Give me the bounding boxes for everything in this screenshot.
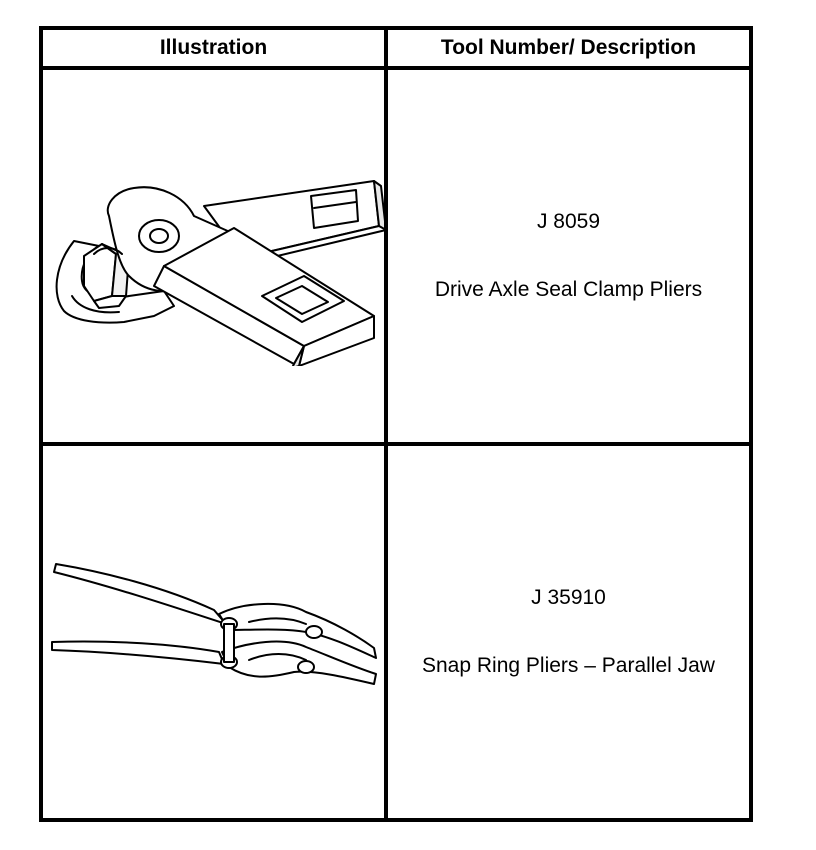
snap-ring-pliers-icon: [50, 563, 377, 686]
table-row: J 8059 Drive Axle Seal Clamp Pliers: [39, 66, 753, 447]
header-illustration: Illustration: [39, 25, 388, 71]
description-cell: J 35910 Snap Ring Pliers – Parallel Jaw: [384, 442, 753, 822]
description-cell: J 8059 Drive Axle Seal Clamp Pliers: [384, 66, 753, 447]
tool-number: J 8059: [536, 210, 601, 234]
illustration-cell: [39, 66, 388, 447]
tool-number: J 35910: [531, 586, 606, 610]
table-row: J 35910 Snap Ring Pliers – Parallel Jaw: [39, 442, 753, 822]
header-tool-description: Tool Number/ Description: [384, 25, 753, 71]
tool-description: Snap Ring Pliers – Parallel Jaw: [422, 654, 715, 678]
header-row: Illustration Tool Number/ Description: [39, 25, 753, 71]
tool-description: Drive Axle Seal Clamp Pliers: [434, 278, 703, 302]
illustration-cell: [39, 442, 388, 822]
seal-clamp-pliers-icon: [55, 180, 384, 367]
tool-table: Illustration Tool Number/ Description: [39, 25, 753, 822]
